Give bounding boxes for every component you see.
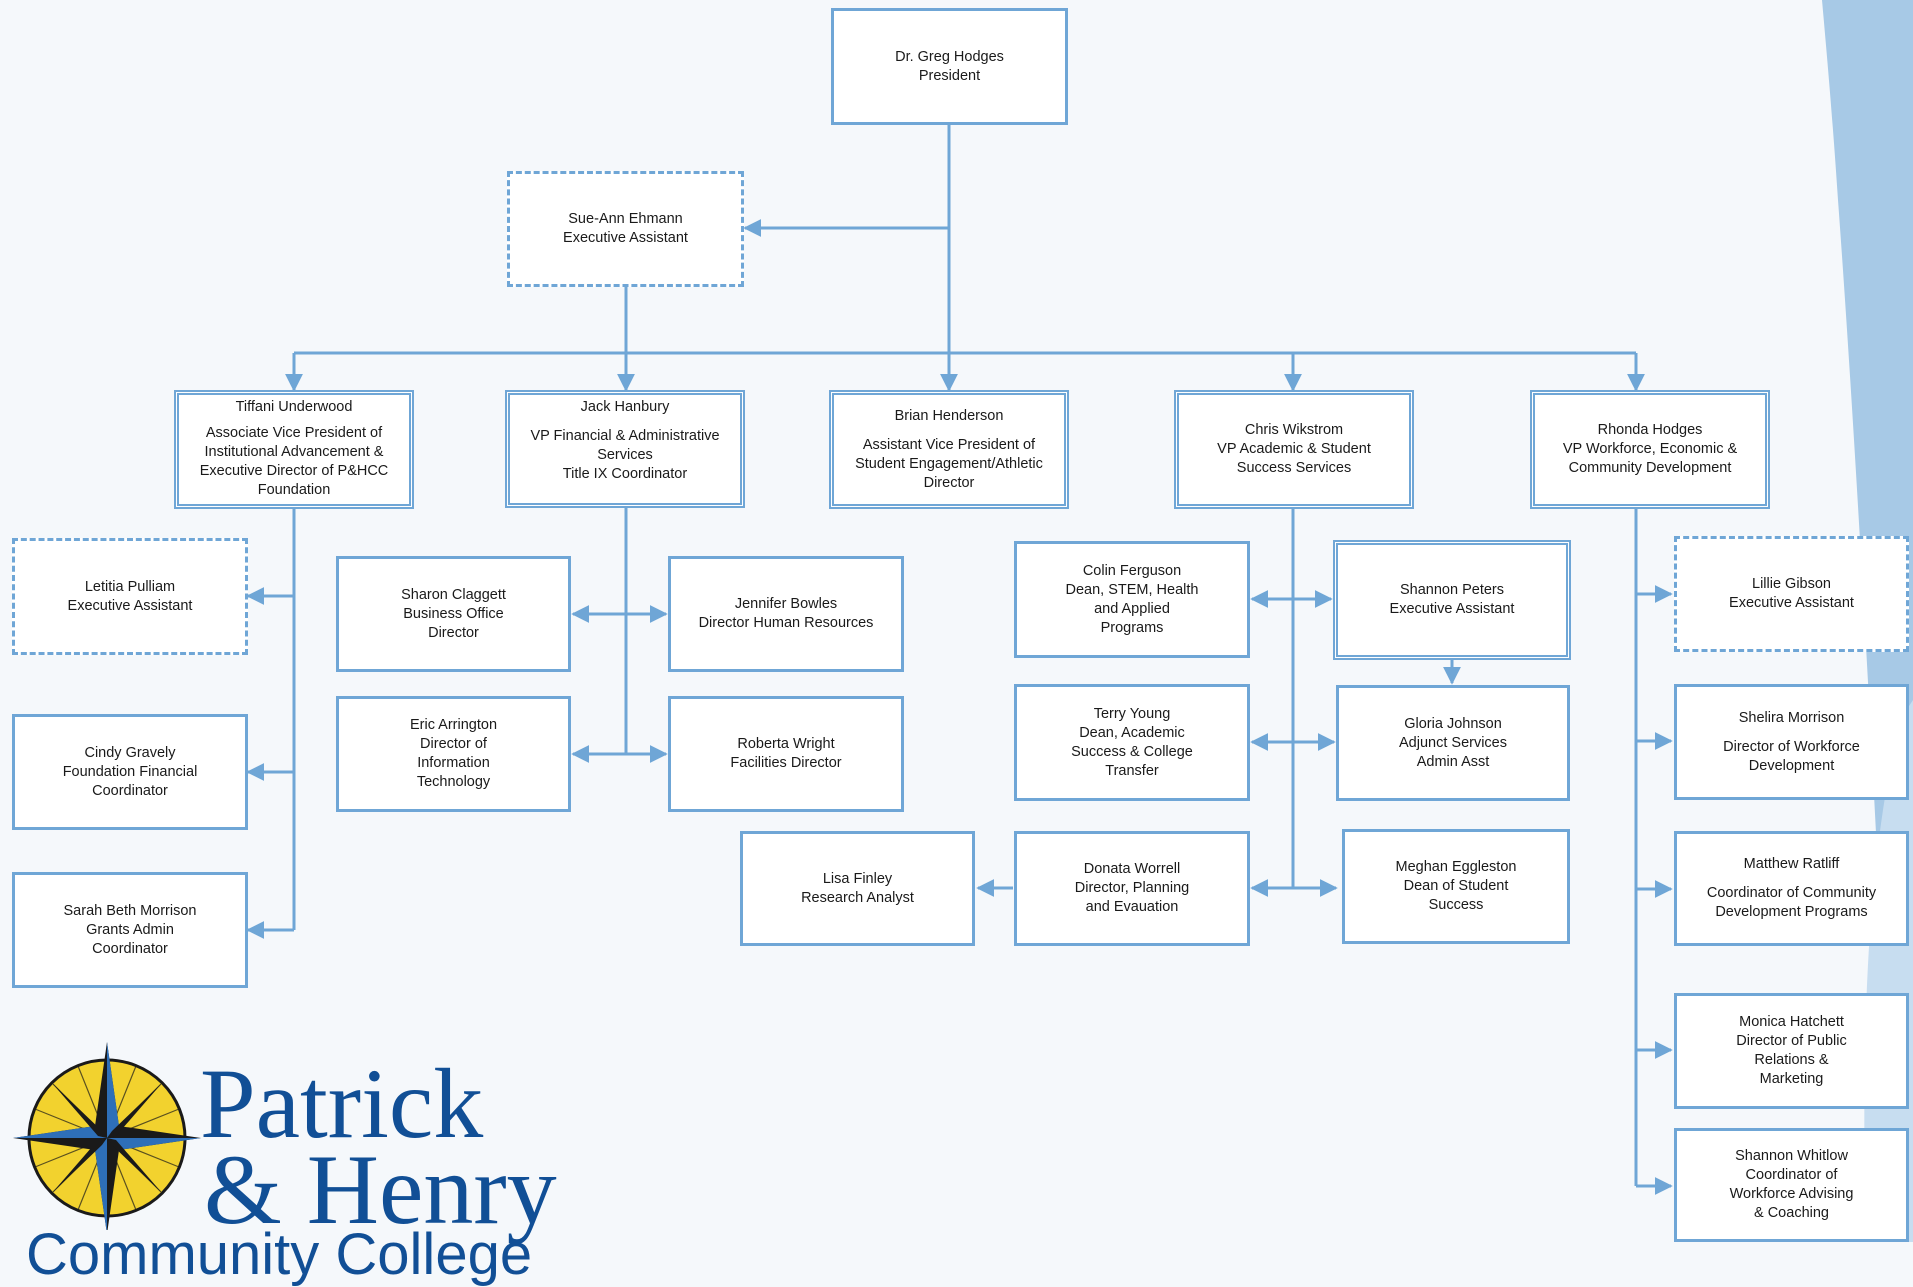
person-title: Executive Assistant (1389, 601, 1515, 617)
person-title: President (918, 67, 981, 84)
person-name: Shannon Whitlow (1735, 1148, 1848, 1164)
person-name: Tiffani Underwood (235, 399, 353, 415)
person-title: Research Analyst (801, 889, 914, 906)
person-title: Director Human Resources (698, 615, 874, 631)
logo-line-patrick: Patrick (200, 1048, 484, 1159)
org-box-morrison-shelira: Shelira Morrison Director of Workforce D… (1674, 684, 1909, 800)
person-name: Brian Henderson (894, 407, 1004, 424)
person-title: VP Workforce, Economic & Community Devel… (1562, 441, 1738, 476)
person-name: Roberta Wright (737, 736, 835, 752)
person-title: Executive Assistant (563, 230, 688, 246)
person-title: Coordinator of Workforce Advising & Coac… (1729, 1167, 1854, 1221)
org-box-morrison-sarah-beth: Sarah Beth Morrison Grants Admin Coordin… (12, 872, 248, 988)
person-name: Chris Wikstrom (1244, 422, 1344, 438)
org-box-bowles: Jennifer Bowles Director Human Resources (668, 556, 904, 672)
org-box-hanbury: Jack Hanbury VP Financial & Administrati… (505, 390, 745, 508)
org-box-exec-assistant-president: Sue-Ann Ehmann Executive Assistant (507, 171, 744, 287)
org-box-wikstrom: Chris Wikstrom VP Academic & Student Suc… (1174, 390, 1414, 509)
person-title: Director of Public Relations & Marketing (1736, 1033, 1847, 1087)
person-name: Dr. Greg Hodges (895, 48, 1004, 65)
person-name: Lisa Finley (822, 870, 893, 887)
person-name: Sarah Beth Morrison (63, 902, 197, 919)
person-title: Assistant Vice President of Student Enga… (855, 436, 1043, 491)
person-name: Gloria Johnson (1404, 715, 1502, 732)
person-title: Dean, STEM, Health and Applied Programs (1065, 581, 1199, 636)
person-name: Jack Hanbury (580, 399, 670, 415)
org-box-president: Dr. Greg Hodges President (831, 8, 1068, 125)
person-name: Matthew Ratliff (1743, 856, 1840, 872)
person-title: Grants Admin Coordinator (86, 921, 174, 957)
person-title: Facilities Director (730, 755, 842, 771)
person-name: Meghan Eggleston (1395, 859, 1517, 875)
logo-line-community-college: Community College (26, 1222, 533, 1287)
person-name: Rhonda Hodges (1597, 422, 1703, 438)
person-name: Sue-Ann Ehmann (568, 211, 683, 227)
person-title: Director, Planning and Evauation (1074, 880, 1190, 915)
org-box-rhonda-hodges: Rhonda Hodges VP Workforce, Economic & C… (1530, 390, 1770, 509)
person-name: Monica Hatchett (1739, 1014, 1844, 1030)
org-box-henderson: Brian Henderson Assistant Vice President… (829, 390, 1069, 509)
person-title: Foundation Financial Coordinator (62, 763, 198, 799)
person-name: Eric Arrington (409, 717, 498, 733)
org-box-gibson: Lillie Gibson Executive Assistant (1674, 536, 1909, 652)
person-title: Executive Assistant (1729, 595, 1854, 611)
org-box-gravely: Cindy Gravely Foundation Financial Coord… (12, 714, 248, 830)
person-title: VP Academic & Student Success Services (1217, 441, 1371, 476)
person-name: Shelira Morrison (1738, 709, 1845, 726)
person-name: Lillie Gibson (1752, 576, 1831, 592)
org-box-underwood: Tiffani Underwood Associate Vice Preside… (174, 390, 414, 509)
person-name: Letitia Pulliam (84, 578, 176, 595)
org-box-claggett: Sharon Claggett Business Office Director (336, 556, 571, 672)
person-title: Coordinator of Community Development Pro… (1706, 885, 1877, 920)
person-title: Business Office Director (403, 605, 504, 641)
org-box-hatchett: Monica Hatchett Director of Public Relat… (1674, 993, 1909, 1109)
org-box-young: Terry Young Dean, Academic Success & Col… (1014, 684, 1250, 801)
person-name: Donata Worrell (1083, 861, 1181, 877)
person-title: VP Financial & Administrative Services T… (530, 428, 720, 482)
person-title: Adjunct Services Admin Asst (1399, 734, 1507, 770)
person-name: Jennifer Bowles (734, 596, 838, 612)
person-title: Dean, Academic Success & College Transfe… (1071, 724, 1193, 779)
person-name: Terry Young (1093, 705, 1171, 722)
org-box-pulliam: Letitia Pulliam Executive Assistant (12, 538, 248, 655)
org-box-ratliff: Matthew Ratliff Coordinator of Community… (1674, 831, 1909, 946)
org-box-arrington: Eric Arrington Director of Information T… (336, 696, 571, 812)
person-title: Executive Assistant (67, 597, 193, 614)
org-box-ferguson: Colin Ferguson Dean, STEM, Health and Ap… (1014, 541, 1250, 658)
org-box-worrell: Donata Worrell Director, Planning and Ev… (1014, 831, 1250, 946)
person-title: Associate Vice President of Institutiona… (199, 425, 389, 498)
person-name: Sharon Claggett (401, 586, 506, 603)
org-box-eggleston: Meghan Eggleston Dean of Student Success (1342, 829, 1570, 944)
org-box-wright: Roberta Wright Facilities Director (668, 696, 904, 812)
person-title: Dean of Student Success (1403, 878, 1509, 913)
person-name: Shannon Peters (1400, 582, 1504, 598)
person-title: Director of Information Technology (416, 736, 491, 790)
org-box-whitlow: Shannon Whitlow Coordinator of Workforce… (1674, 1128, 1909, 1242)
person-title: Director of Workforce Development (1723, 738, 1860, 774)
person-name: Colin Ferguson (1082, 562, 1182, 579)
compass-icon (13, 1042, 201, 1230)
college-logo: Patrick & Henry Community College (12, 1040, 557, 1284)
org-box-peters: Shannon Peters Executive Assistant (1333, 540, 1571, 660)
org-box-finley: Lisa Finley Research Analyst (740, 831, 975, 946)
logo-line-henry: & Henry (204, 1134, 557, 1245)
person-name: Cindy Gravely (84, 744, 176, 761)
org-box-johnson: Gloria Johnson Adjunct Services Admin As… (1336, 685, 1570, 801)
